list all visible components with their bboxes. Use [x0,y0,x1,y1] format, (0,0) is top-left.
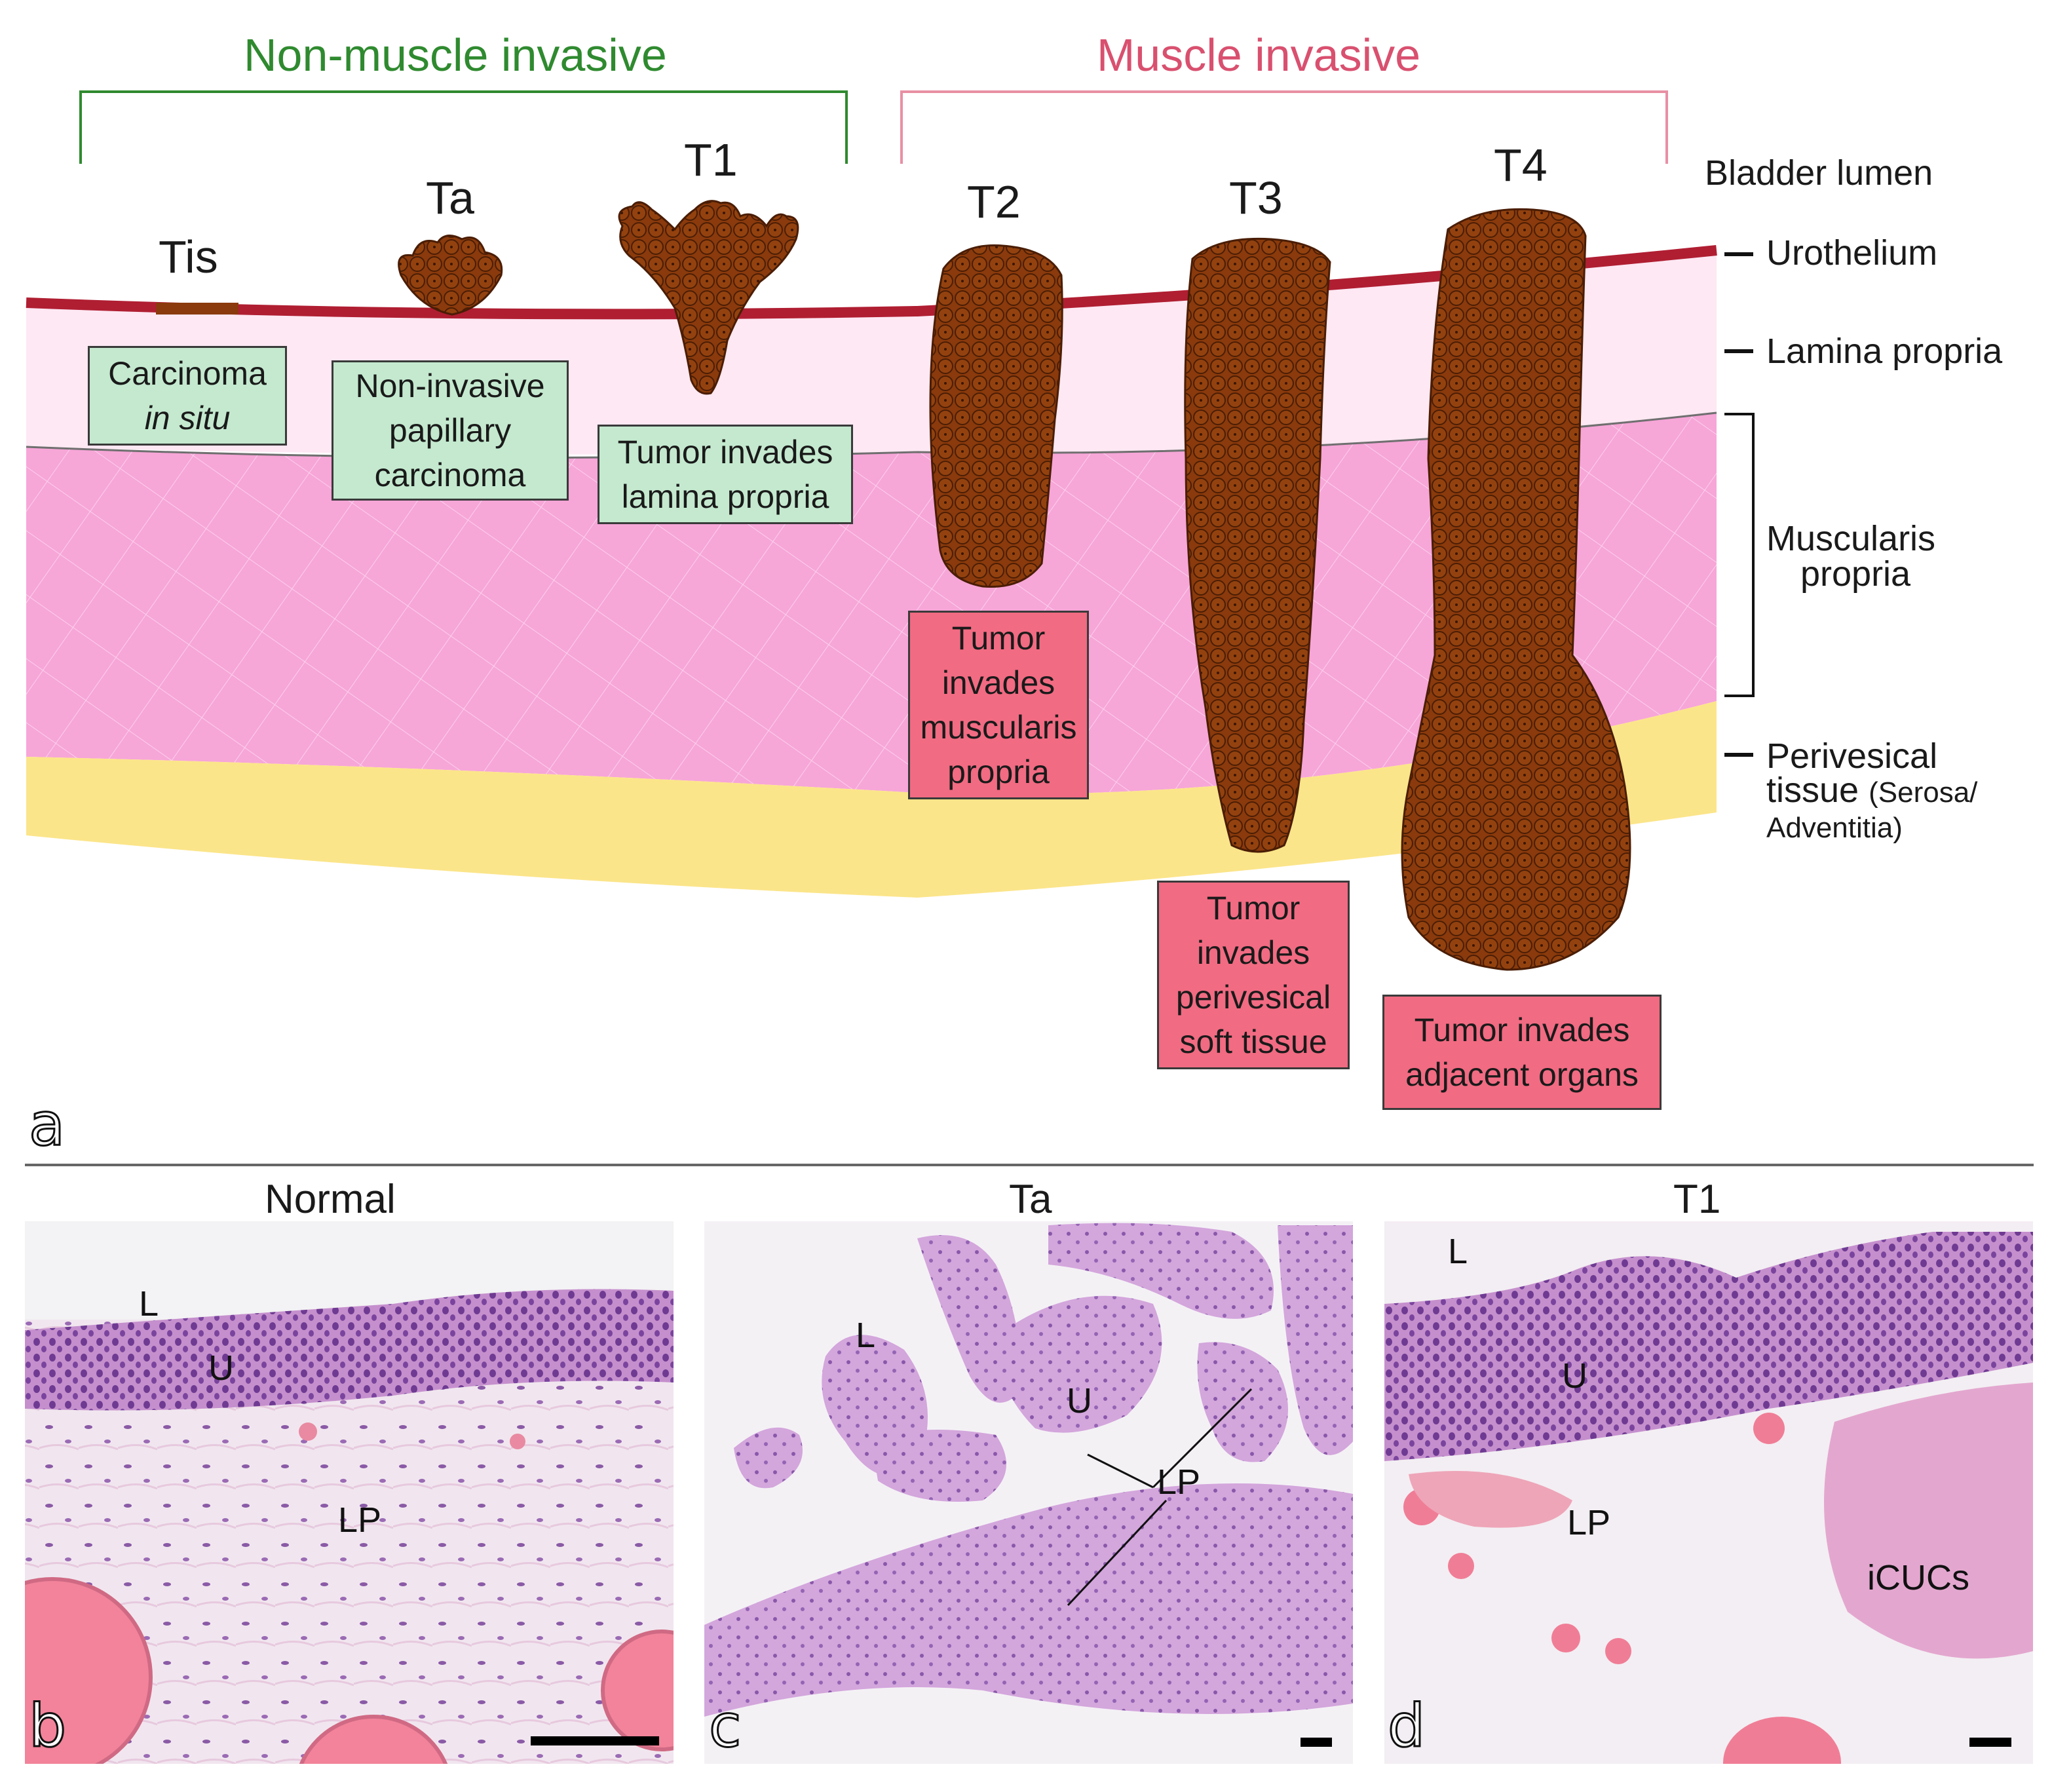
panel-d-label-l: L [1448,1232,1468,1271]
perivesical-label-3: Adventitia) [1766,812,1903,844]
box-tis: Carcinoma in situ [88,346,287,446]
stage-t3-label: T3 [1229,172,1283,223]
stage-tis-label: Tis [159,231,218,282]
box-t3-line-3: perivesical [1175,979,1331,1016]
panel-b-label-lp: LP [338,1500,382,1540]
box-t1: Tumor invades lamina propria [598,425,853,524]
box-tis-line-2: in situ [144,400,231,436]
panel-c-label-l: L [856,1316,876,1355]
box-ta-line-3: carcinoma [374,457,526,493]
panel-d-label-u: U [1562,1356,1587,1396]
box-ta-line-2: papillary [389,412,512,449]
perivesical-layer [26,701,1717,898]
panel-letter-c: c [708,1692,742,1761]
non-muscle-invasive-title: Non-muscle invasive [244,29,667,81]
box-t4-line-2: adjacent organs [1405,1056,1639,1093]
muscularis-bracket-right [1724,413,1755,697]
box-t4-line-1: Tumor invades [1414,1012,1630,1048]
perivesical-label-2: tissue (Serosa/ [1766,772,1977,811]
box-t1-line-1: Tumor invades [617,434,833,470]
box-t2-line-4: propria [947,753,1050,790]
box-t3: Tumor invades perivesical soft tissue [1157,881,1350,1069]
box-t2-line-1: Tumor [951,620,1046,657]
box-t1-line-2: lamina propria [621,478,829,515]
box-t3-line-1: Tumor [1206,890,1301,926]
panel-letter-d: d [1386,1692,1426,1761]
perivesical-label-1: Perivesical [1766,736,1938,776]
scale-bar-b [531,1736,659,1745]
box-t3-line-4: soft tissue [1179,1023,1327,1060]
micrograph-normal [25,1221,674,1764]
bladder-lumen-label: Bladder lumen [1705,153,1933,193]
t2-tumor [929,244,1063,588]
micrograph-t1 [1384,1221,2033,1764]
panel-letter-a: a [28,1090,66,1159]
stage-ta-label: Ta [426,172,474,223]
muscle-invasive-title: Muscle invasive [1097,29,1421,81]
box-t2: Tumor invades muscularis propria [908,611,1089,799]
non-muscle-bracket [79,90,848,164]
stage-t2-label: T2 [967,176,1021,227]
t1-tumor [618,200,799,395]
box-t2-line-2: invades [941,664,1055,701]
t4-tumor [1401,208,1631,971]
panel-b-label-u: U [208,1348,234,1388]
stage-t4-label: T4 [1494,140,1548,191]
box-ta-line-1: Non-invasive [355,368,545,404]
panel-d-label-lp: LP [1567,1503,1611,1542]
panel-letter-b: b [28,1692,67,1761]
urothelium-label: Urothelium [1766,233,1938,273]
box-tis-line-1: Carcinoma [108,355,267,392]
perivesical-tissue-text: tissue [1766,771,1859,810]
panel-c-title: Ta [1009,1177,1052,1222]
stage-t1-label: T1 [684,134,738,185]
lamina-propria-label: Lamina propria [1766,332,2003,371]
panel-d-title: T1 [1673,1177,1721,1222]
muscle-bracket [900,90,1668,164]
panel-b-label-l: L [139,1284,159,1324]
muscularis-label-2: propria [1800,554,1911,594]
panel-b-title: Normal [265,1177,396,1222]
scale-bar-c [1301,1738,1332,1747]
scale-bar-d [1969,1738,2011,1747]
box-ta: Non-invasive papillary carcinoma [332,360,569,501]
box-t4: Tumor invades adjacent organs [1382,995,1662,1110]
micrograph-ta [704,1221,1353,1764]
tis-lesion [156,303,238,315]
panel-c-label-lp: LP [1157,1462,1201,1502]
ta-tumor [398,235,503,316]
panel-d-label-icucs: iCUCs [1867,1558,1969,1597]
perivesical-paren-text: (Serosa/ [1869,776,1978,809]
box-t2-line-3: muscularis [920,709,1077,746]
t3-tumor [1184,237,1331,853]
panel-c-label-u: U [1067,1381,1092,1420]
box-t3-line-2: invades [1196,934,1310,971]
muscularis-label-1: Muscularis [1766,519,1936,558]
